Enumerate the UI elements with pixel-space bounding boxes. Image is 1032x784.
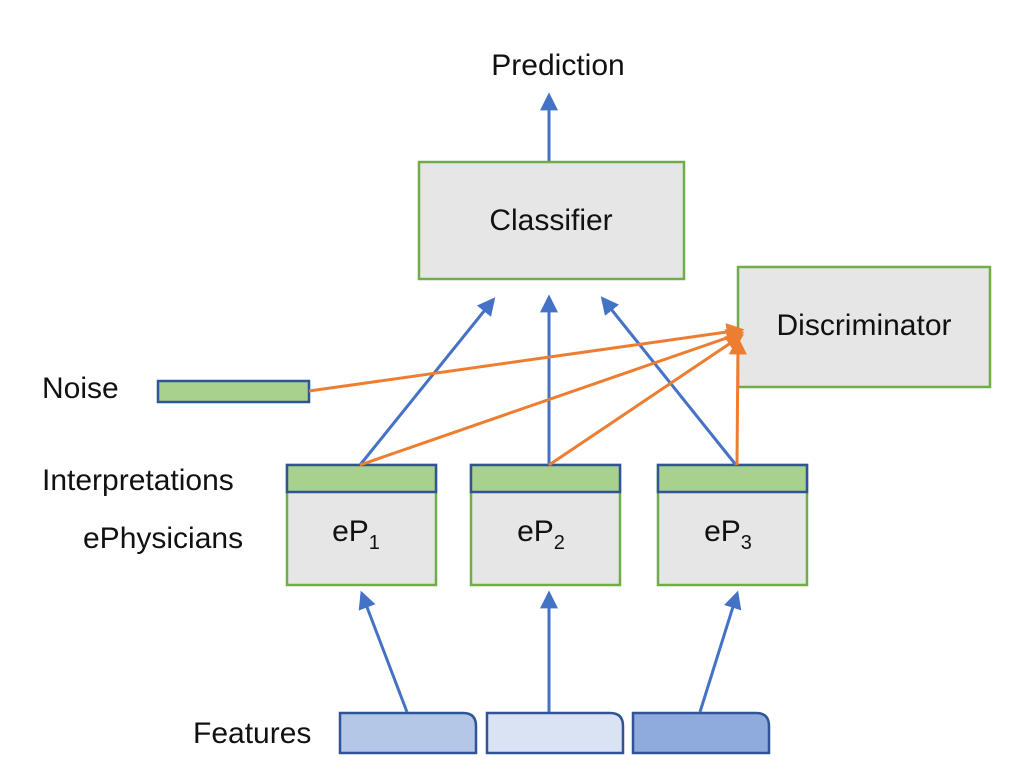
interp-1-to-classifier-arrow xyxy=(358,297,496,466)
classifier-label: Classifier xyxy=(489,204,612,237)
interpretations-label: Interpretations xyxy=(42,464,234,497)
discriminator-box xyxy=(736,265,992,389)
discriminator-label: Discriminator xyxy=(776,309,951,342)
ephysicians-label: ePhysicians xyxy=(83,522,243,555)
noise-bar xyxy=(156,379,311,404)
ephysician-subscript-1: 1 xyxy=(369,532,380,554)
features-label: Features xyxy=(193,717,311,750)
noise-label: Noise xyxy=(42,372,119,405)
prediction-label: Prediction xyxy=(491,49,624,82)
feature-3-to-ephysician-3-arrow xyxy=(698,590,742,713)
interp-3-to-discriminator-arrow xyxy=(728,336,747,466)
feature-block-1 xyxy=(338,711,478,755)
feature-block-3 xyxy=(631,711,771,755)
ephysician-subscript-2: 2 xyxy=(554,532,565,554)
interp-2-to-discriminator-arrow xyxy=(548,333,744,467)
feature-1-to-ephysician-1-arrow xyxy=(358,590,409,713)
ephysician-subscript-3: 3 xyxy=(741,532,752,554)
feature-block-2 xyxy=(485,711,625,755)
ephysician-label-3: eP3 xyxy=(704,515,752,554)
ephysician-label-2: eP2 xyxy=(517,515,565,554)
interpretation-bar-1 xyxy=(285,463,438,494)
ephysician-label-1: eP1 xyxy=(332,515,380,554)
interpretation-bar-2 xyxy=(469,463,622,494)
interp-3-to-classifier-arrow xyxy=(600,296,738,466)
interp-1-to-discriminator-arrow xyxy=(359,329,745,467)
interpretation-bar-3 xyxy=(656,463,809,494)
noise-to-discriminator-arrow xyxy=(308,323,745,393)
classifier-box xyxy=(417,160,686,281)
